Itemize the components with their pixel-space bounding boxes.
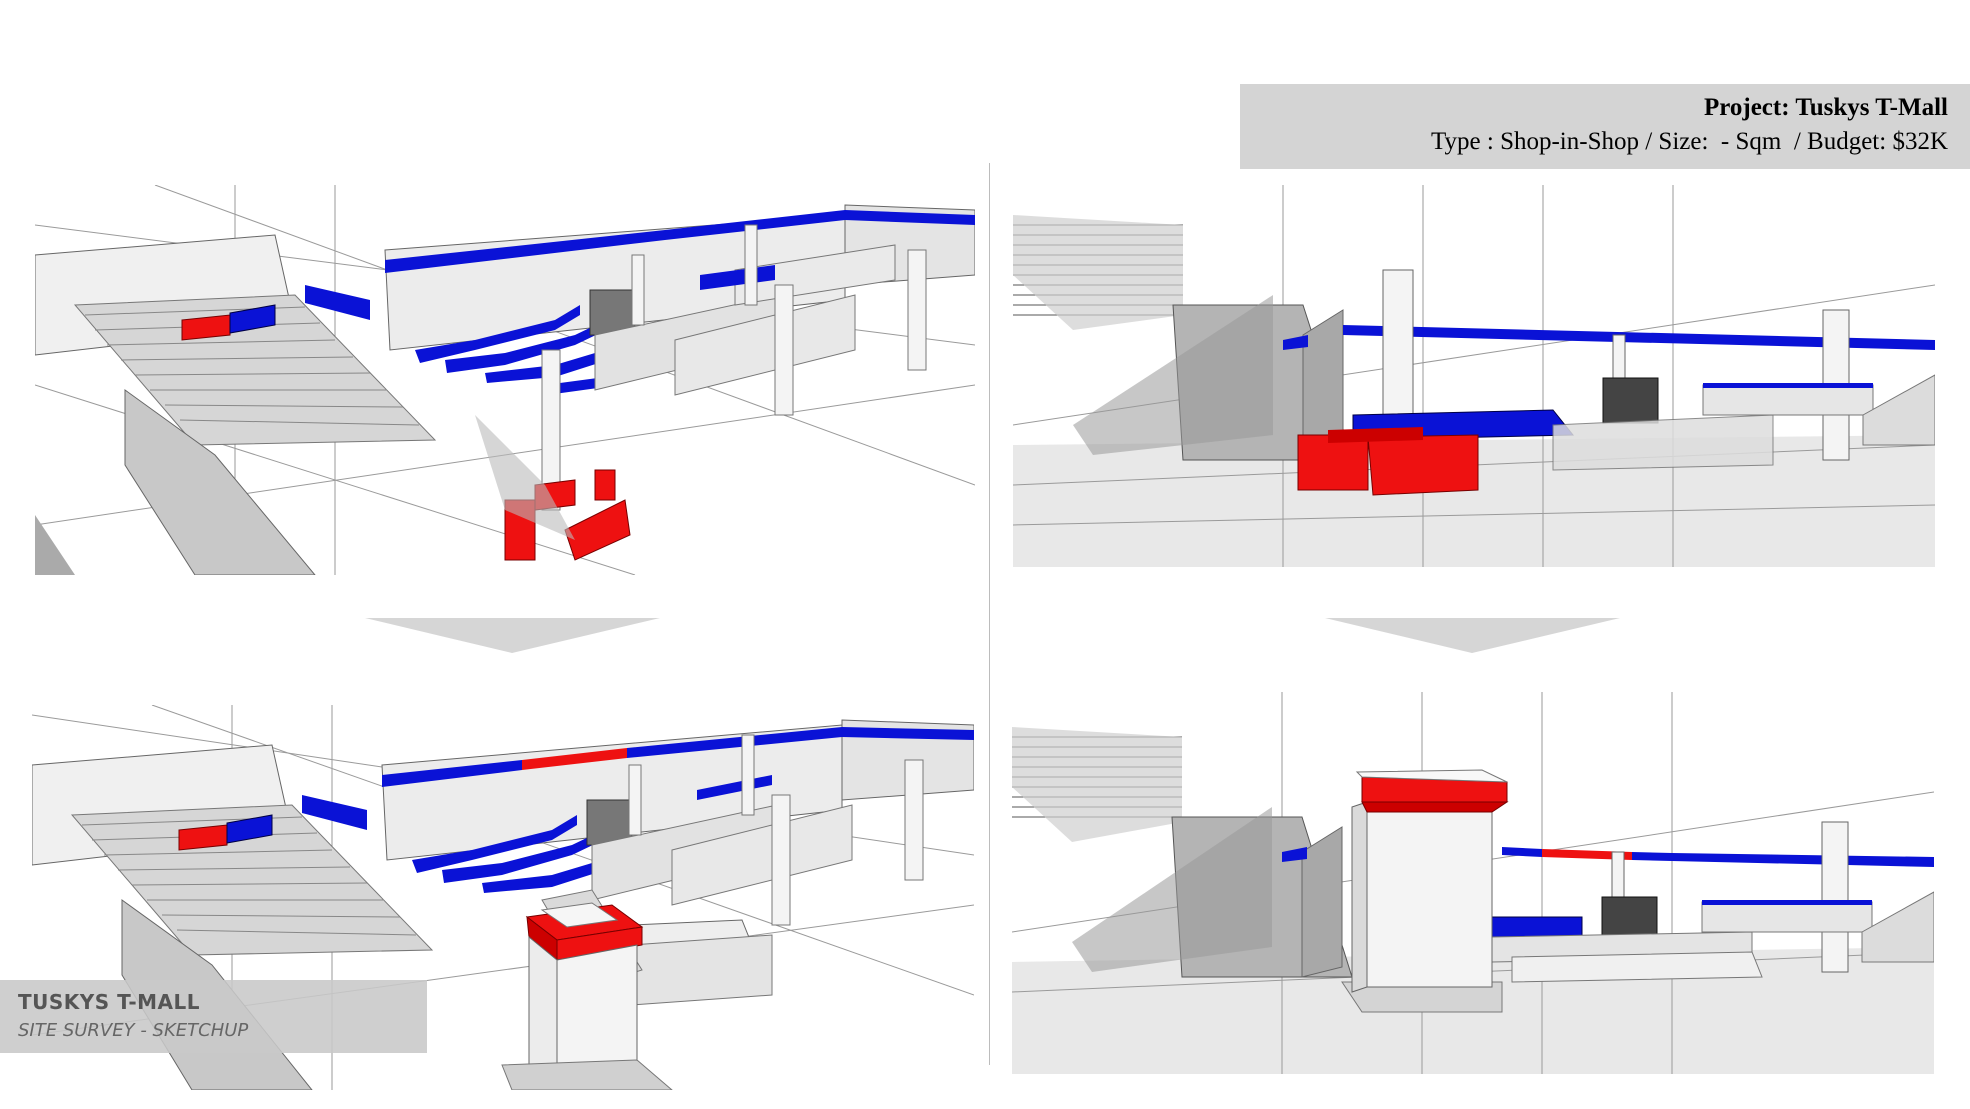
- down-arrow-icon: [365, 618, 660, 653]
- center-divider: [989, 163, 990, 1065]
- project-header: Project: Tuskys T-Mall Type : Shop-in-Sh…: [1240, 84, 1970, 169]
- project-title: Project: Tuskys T-Mall: [1703, 94, 1948, 121]
- footer-subtitle: SITE SURVEY - SKETCHUP: [18, 1020, 249, 1041]
- project-subtitle: Type : Shop-in-Shop / Size: - Sqm / Budg…: [1431, 128, 1948, 155]
- footer-title: TUSKYS T-MALL: [18, 990, 201, 1014]
- existing-aerial-render: [35, 185, 975, 575]
- footer-label: TUSKYS T-MALL SITE SURVEY - SKETCHUP: [0, 980, 427, 1053]
- proposed-perspective-render: [1012, 692, 1934, 1074]
- down-arrow-icon: [1325, 618, 1620, 653]
- existing-perspective-render: [1013, 185, 1935, 567]
